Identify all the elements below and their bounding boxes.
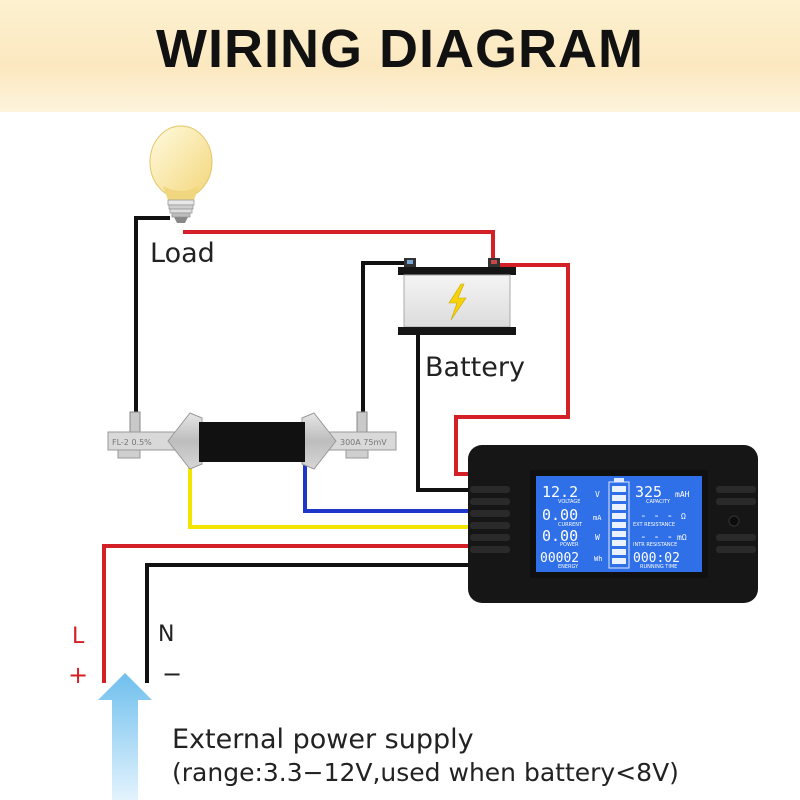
battery [398,258,516,335]
meter-side-ridges [470,486,756,553]
intr-resistance-caption: INTR RESISTANCE [633,542,677,548]
wire-battery-to-meter-negative [416,300,482,492]
header-banner: WIRING DIAGRAM [0,0,800,112]
page-title: WIRING DIAGRAM [156,19,644,79]
current-value: 0.00 [542,506,578,524]
arrow-up-icon [98,673,152,800]
live-letter: L [72,624,85,649]
light-bulb-icon [149,125,213,223]
running-time-caption: RUNNING TIME [640,564,677,570]
current-caption: CURRENT [558,522,583,528]
neutral-letter: N [158,622,175,647]
energy-value: 00002 [540,551,579,566]
neutral-sign: − [162,660,183,688]
capacity-caption: CAPACITY [646,499,671,505]
lightning-bolt-icon [448,283,467,321]
voltage-value: 12.2 [542,483,578,501]
energy-unit: Wh [594,555,602,563]
battery-meter: 12.2 V VOLTAGE 325 mAH CAPACITY 0.00 mA … [468,445,758,603]
ext-resistance-caption: EXT RESISTANCE [633,522,675,528]
wire-supply-live [102,544,482,683]
power-unit: W [595,533,600,542]
energy-caption: ENERGY [558,564,579,570]
intr-resistance-value: - - - [640,530,673,543]
wire-supply-neutral [145,563,482,683]
intr-resistance-unit: mΩ [677,533,687,542]
shunt: FL-2 0.5% 300A 75mV [107,411,397,470]
meter-button[interactable] [728,515,740,527]
shunt-right-marking: 300A 75mV [340,438,387,447]
wire-battery-positive [454,263,570,476]
shunt-left-marking: FL-2 0.5% [112,438,152,447]
wire-load-negative [134,216,170,438]
capacity-value: 325 [635,483,662,501]
capacity-unit: mAH [675,490,690,499]
supply-label-line2: (range:3.3−12V,used when battery<8V) [172,758,679,787]
battery-label: Battery [425,352,525,383]
power-value: 0.00 [542,527,578,545]
live-sign: + [68,661,89,689]
current-unit: mA [593,514,602,522]
ext-resistance-unit: Ω [681,512,686,521]
battery-level-bar [608,478,630,569]
voltage-caption: VOLTAGE [558,499,580,505]
power-caption: POWER [560,542,579,548]
wire-battery-negative [361,261,405,438]
supply-label-line1: External power supply [172,724,474,755]
wire-load-positive [183,230,495,265]
voltage-unit: V [595,490,600,499]
load-label: Load [150,238,215,269]
ext-resistance-value: - - - [640,509,673,522]
running-time-value: 000:02 [633,551,680,566]
